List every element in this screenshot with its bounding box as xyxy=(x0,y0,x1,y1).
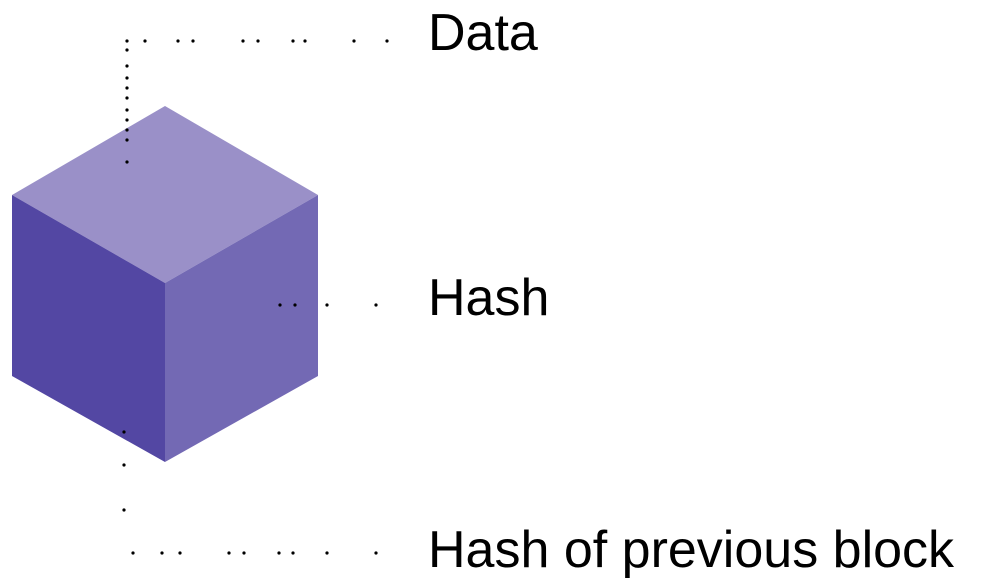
leader-dot xyxy=(191,39,195,43)
previous-hash-leader-line xyxy=(122,430,378,555)
leader-dot xyxy=(143,39,147,43)
leader-dot xyxy=(176,39,180,43)
leader-dot xyxy=(325,551,329,555)
leader-dot xyxy=(122,508,126,512)
leader-dot xyxy=(125,138,129,142)
leader-dot xyxy=(125,128,129,132)
leader-dot xyxy=(374,303,378,307)
leader-dot xyxy=(374,551,378,555)
leader-dot xyxy=(352,39,356,43)
leader-dot xyxy=(325,303,329,307)
hash-label: Hash xyxy=(428,269,550,327)
previous-hash-label: Hash of previous block xyxy=(428,521,955,579)
leader-dot xyxy=(278,303,282,307)
leader-dot xyxy=(125,108,129,112)
leader-dot xyxy=(125,39,129,43)
leader-dot xyxy=(242,551,246,555)
cube-top-face xyxy=(12,106,318,283)
leader-dot xyxy=(122,430,126,434)
data-leader-line xyxy=(125,39,389,164)
leader-dot xyxy=(125,86,129,90)
leader-dot xyxy=(291,551,295,555)
leader-dot xyxy=(125,118,129,122)
leader-dot xyxy=(125,76,129,80)
leader-dot xyxy=(131,551,135,555)
leader-dot xyxy=(227,551,231,555)
leader-dot xyxy=(125,160,129,164)
block-cube xyxy=(12,106,318,462)
leader-dot xyxy=(125,64,129,68)
leader-dot xyxy=(277,551,281,555)
cube-left-face xyxy=(12,195,165,462)
hash-leader-line xyxy=(278,303,378,307)
leader-dot xyxy=(293,303,297,307)
leader-dot xyxy=(303,39,307,43)
leader-dot xyxy=(160,551,164,555)
leader-dot xyxy=(291,39,295,43)
leader-dot xyxy=(122,463,126,467)
leader-dot xyxy=(125,48,129,52)
leader-dot xyxy=(125,96,129,100)
data-label: Data xyxy=(428,4,538,62)
cube-right-face xyxy=(165,195,318,462)
leader-dot xyxy=(178,551,182,555)
leader-dot xyxy=(385,39,389,43)
leader-dot xyxy=(256,39,260,43)
leader-dot xyxy=(241,39,245,43)
